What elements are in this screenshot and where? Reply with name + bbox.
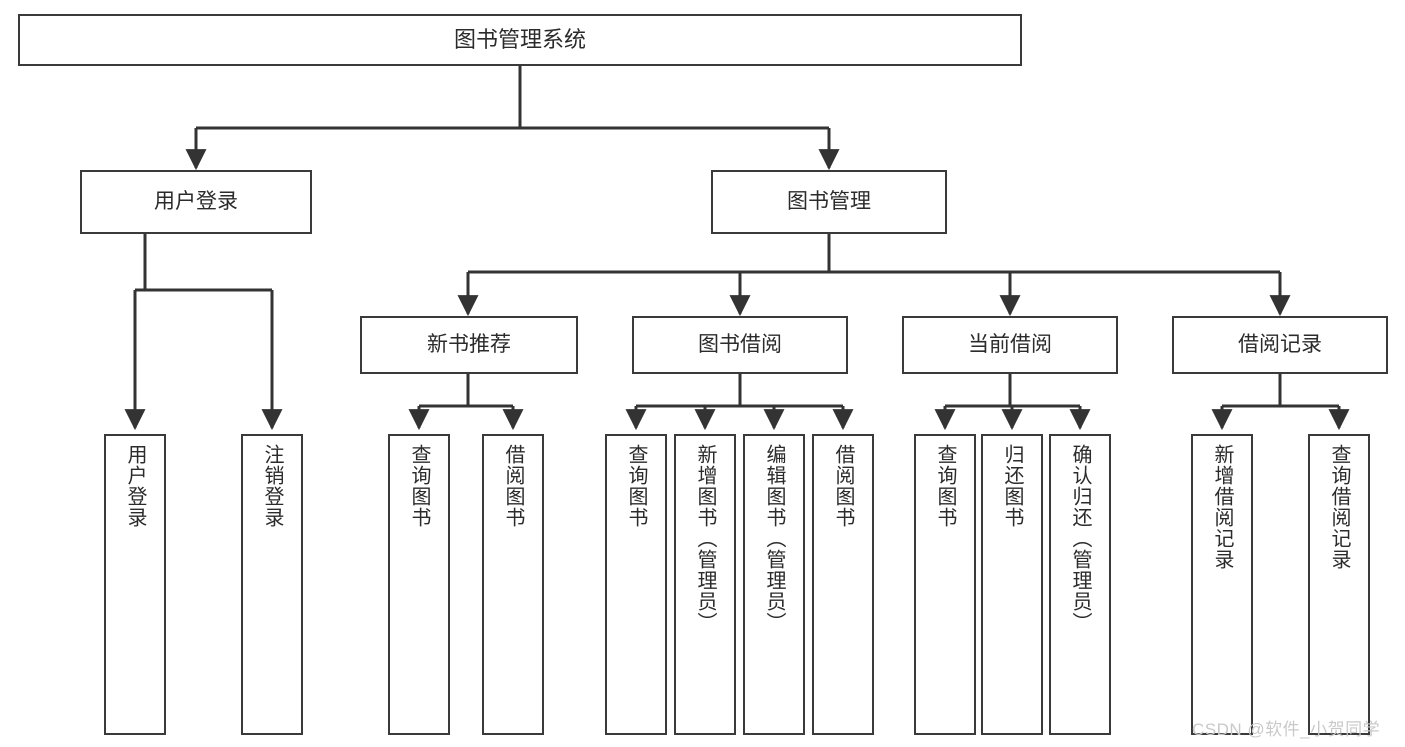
node-label: 新增图书（管理员） xyxy=(694,444,716,633)
node-label: 当前借阅 xyxy=(968,332,1052,356)
node-leaf-borrow-book-2[interactable]: 借阅图书 xyxy=(812,434,874,735)
node-label: 新书推荐 xyxy=(427,332,511,356)
node-label: 图书管理 xyxy=(787,189,871,213)
node-label: 新增借阅记录 xyxy=(1211,444,1233,570)
node-leaf-borrow-book-1[interactable]: 借阅图书 xyxy=(482,434,544,735)
node-label: 借阅图书 xyxy=(502,444,524,528)
node-label: 查询图书 xyxy=(408,444,430,528)
node-leaf-add-book[interactable]: 新增图书（管理员） xyxy=(674,434,736,735)
node-book-borrow[interactable]: 图书借阅 xyxy=(632,316,848,374)
node-label: 图书借阅 xyxy=(698,332,782,356)
node-label: 借阅记录 xyxy=(1238,332,1322,356)
csdn-watermark: CSDN @软件_小贺同学 xyxy=(1192,720,1381,739)
node-leaf-query-book-2[interactable]: 查询图书 xyxy=(605,434,667,735)
node-label: 图书管理系统 xyxy=(453,27,586,53)
node-leaf-logout-login[interactable]: 注销登录 xyxy=(241,434,303,735)
node-leaf-user-login[interactable]: 用户登录 xyxy=(104,434,166,735)
node-leaf-query-record[interactable]: 查询借阅记录 xyxy=(1308,434,1370,735)
node-leaf-confirm-return[interactable]: 确认归还（管理员） xyxy=(1049,434,1111,735)
node-leaf-query-book-3[interactable]: 查询图书 xyxy=(914,434,976,735)
node-label: 查询图书 xyxy=(625,444,647,528)
node-label: 用户登录 xyxy=(124,444,146,528)
node-label: 查询借阅记录 xyxy=(1328,444,1350,570)
node-user-login[interactable]: 用户登录 xyxy=(80,170,312,234)
node-label: 确认归还（管理员） xyxy=(1069,444,1091,633)
node-leaf-return-book[interactable]: 归还图书 xyxy=(981,434,1043,735)
node-label: 注销登录 xyxy=(261,444,283,528)
node-label: 查询图书 xyxy=(934,444,956,528)
node-leaf-add-record[interactable]: 新增借阅记录 xyxy=(1191,434,1253,735)
node-label: 归还图书 xyxy=(1001,444,1023,528)
node-leaf-edit-book[interactable]: 编辑图书（管理员） xyxy=(743,434,805,735)
node-new-book-recommend[interactable]: 新书推荐 xyxy=(360,316,578,374)
node-root-book-management-system[interactable]: 图书管理系统 xyxy=(18,14,1022,66)
node-current-borrow[interactable]: 当前借阅 xyxy=(902,316,1118,374)
node-label: 用户登录 xyxy=(154,189,238,213)
node-label: 编辑图书（管理员） xyxy=(763,444,785,633)
node-borrow-record[interactable]: 借阅记录 xyxy=(1172,316,1388,374)
node-leaf-query-book-1[interactable]: 查询图书 xyxy=(388,434,450,735)
node-book-manage[interactable]: 图书管理 xyxy=(711,170,947,234)
node-label: 借阅图书 xyxy=(832,444,854,528)
